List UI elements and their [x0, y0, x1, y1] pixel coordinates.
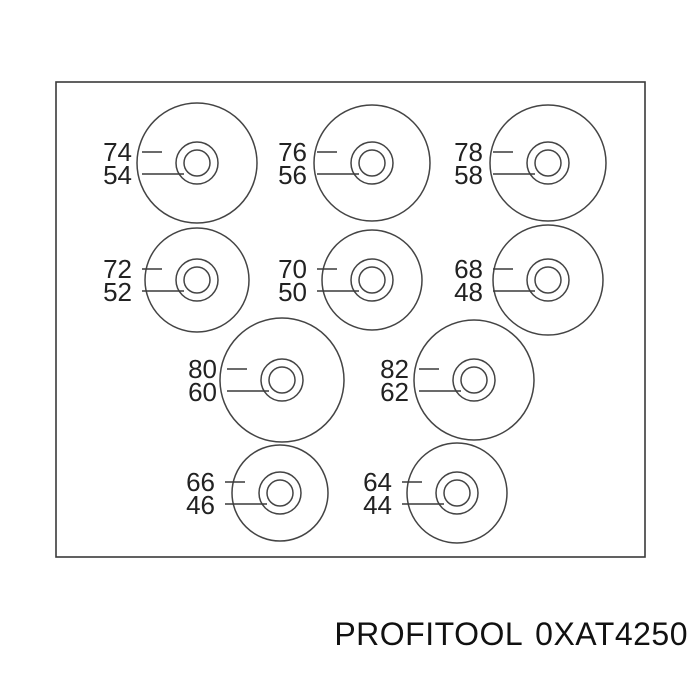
inner-size-label: 54 [103, 160, 132, 190]
inner-size-label: 62 [380, 377, 409, 407]
outer-size-label: 70 [278, 254, 307, 284]
inner-size-label: 56 [278, 160, 307, 190]
washer-inner-ring [358, 266, 386, 294]
inner-size-label: 58 [454, 160, 483, 190]
washer-inner-ring [460, 366, 488, 394]
washer-outer-ring [136, 102, 258, 224]
washer-inner-ring [534, 266, 562, 294]
washer-inner-ring [358, 149, 386, 177]
washer-middle-ring [260, 358, 304, 402]
washer-outer-ring [413, 319, 535, 441]
washer-outer-ring [321, 229, 423, 331]
outer-size-label: 64 [363, 467, 392, 497]
washer-outer-ring [492, 224, 604, 336]
washer-outer-ring [219, 317, 345, 443]
outer-size-label: 76 [278, 137, 307, 167]
washer-inner-ring [443, 479, 471, 507]
washer-middle-ring [452, 358, 496, 402]
washer-outer-ring [406, 442, 508, 544]
outer-size-label: 82 [380, 354, 409, 384]
outer-size-label: 80 [188, 354, 217, 384]
inner-size-label: 60 [188, 377, 217, 407]
inner-size-label: 44 [363, 490, 392, 520]
part-number: 0XAT4250 [535, 616, 688, 652]
outer-size-label: 74 [103, 137, 132, 167]
washer-inner-ring [266, 479, 294, 507]
inner-size-label: 46 [186, 490, 215, 520]
brand-name: PROFITOOL [334, 616, 524, 652]
diagram-frame [55, 81, 646, 558]
outer-size-label: 66 [186, 467, 215, 497]
washer-outer-ring [313, 104, 431, 222]
washer-inner-ring [268, 366, 296, 394]
washer-inner-ring [183, 266, 211, 294]
washer-middle-ring [258, 471, 302, 515]
washer-middle-ring [175, 258, 219, 302]
washer-outer-ring [231, 444, 329, 542]
washer-middle-ring [350, 141, 394, 185]
outer-size-label: 72 [103, 254, 132, 284]
inner-size-label: 48 [454, 277, 483, 307]
washer-middle-ring [175, 141, 219, 185]
washer-middle-ring [526, 258, 570, 302]
washer-outer-ring [489, 104, 607, 222]
washer-middle-ring [435, 471, 479, 515]
outer-size-label: 78 [454, 137, 483, 167]
product-caption: PROFITOOL 0XAT4250 [334, 616, 688, 653]
inner-size-label: 50 [278, 277, 307, 307]
washer-middle-ring [350, 258, 394, 302]
inner-size-label: 52 [103, 277, 132, 307]
washer-inner-ring [534, 149, 562, 177]
washer-middle-ring [526, 141, 570, 185]
washer-inner-ring [183, 149, 211, 177]
outer-size-label: 68 [454, 254, 483, 284]
washer-outer-ring [144, 227, 250, 333]
